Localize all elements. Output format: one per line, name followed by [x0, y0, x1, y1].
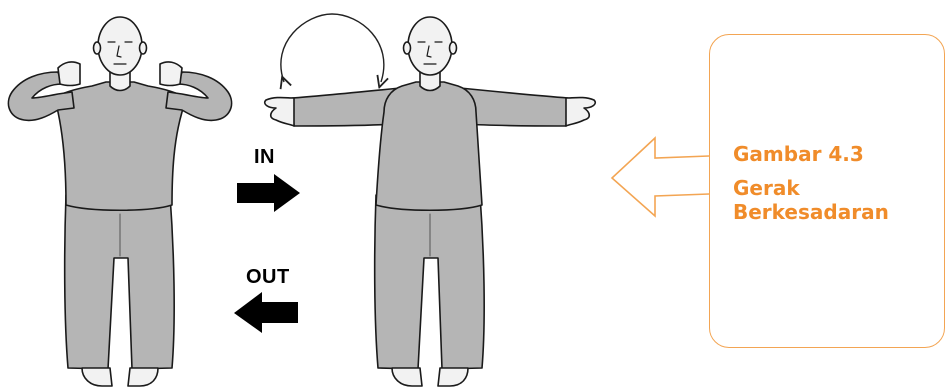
left-hollow-arrow-icon	[612, 138, 709, 216]
left-arrow-icon	[234, 292, 298, 333]
caption-subtitle: Gerak Berkesadaran	[733, 176, 938, 224]
figure-1-trousers	[65, 195, 174, 369]
right-arrow-icon	[237, 174, 300, 212]
figure-1-right-hand	[160, 62, 182, 86]
figure-2-head	[408, 17, 452, 75]
figure-2-right-foot	[438, 368, 468, 386]
curved-motion-arrow-icon	[281, 14, 384, 82]
out-arrow	[234, 292, 298, 333]
figure-2-left-foot	[392, 368, 422, 386]
figure-arms-outstretched	[265, 17, 596, 386]
in-label: IN	[254, 146, 275, 169]
figure-2-left-hand	[265, 98, 294, 127]
figure-1-head	[98, 17, 142, 75]
figure-1-left-hand	[58, 62, 80, 86]
out-label: OUT	[246, 266, 290, 289]
figure-2-trousers	[375, 195, 484, 369]
in-arrow	[237, 174, 300, 212]
caption-title: Gambar 4.3	[733, 142, 864, 166]
figure-2-torso	[376, 82, 482, 210]
figure-1-right-foot	[128, 368, 158, 386]
figure-2-right-hand	[566, 98, 595, 127]
figure-1-left-foot	[82, 368, 112, 386]
figure-hands-on-shoulders	[8, 17, 231, 386]
